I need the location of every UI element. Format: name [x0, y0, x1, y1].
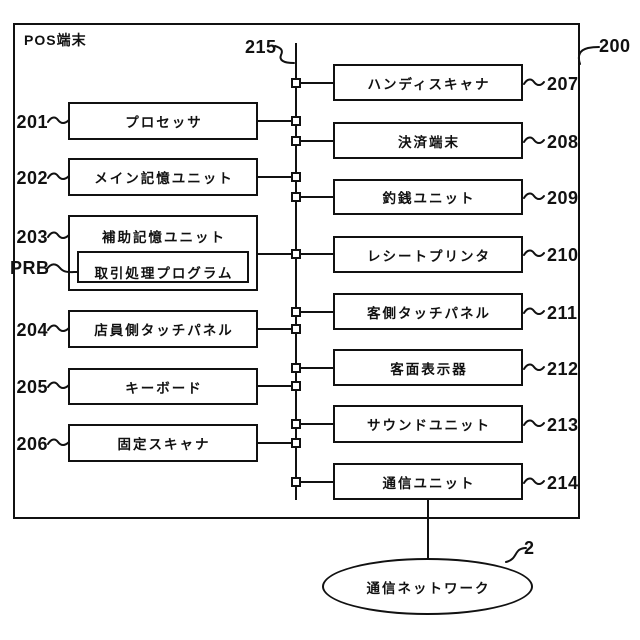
- pos-terminal-enclosure: [13, 23, 580, 519]
- bus-node: [291, 116, 301, 126]
- box-handy-scanner-label: ハンディスキャナ: [367, 76, 491, 92]
- connector-handy-scanner: [295, 82, 335, 84]
- diagram-title: POS端末: [24, 32, 87, 48]
- ref-2: 2: [524, 538, 535, 558]
- box-receipt-printer-label: レシートプリンタ: [367, 248, 491, 264]
- bus-node: [291, 477, 301, 487]
- bus-node: [291, 192, 301, 202]
- connector-fixed-scanner: [256, 442, 297, 444]
- ref-213: 213: [547, 415, 579, 435]
- ref-209: 209: [547, 188, 579, 208]
- connector-change-unit: [295, 196, 335, 198]
- box-processor: プロセッサ: [68, 102, 258, 140]
- connector-customer-touch-panel: [295, 311, 335, 313]
- box-clerk-touch-panel-label: 店員側タッチパネル: [94, 323, 234, 338]
- box-auxiliary-memory-unit-label: 補助記憶ユニット: [102, 230, 226, 245]
- connector-communication-unit: [295, 481, 335, 483]
- bus-node: [291, 438, 301, 448]
- ref-211: 211: [547, 303, 578, 323]
- bus-node: [291, 363, 301, 373]
- bus-node: [291, 78, 301, 88]
- box-change-unit-label: 釣銭ユニット: [382, 191, 476, 206]
- box-keyboard: キーボード: [68, 368, 258, 405]
- ref-208: 208: [547, 132, 579, 152]
- bus-node: [291, 419, 301, 429]
- box-transaction-processing-program: 取引処理プログラム: [77, 251, 249, 283]
- leader-200: [577, 46, 600, 65]
- communication-network-label: 通信ネットワーク: [366, 580, 491, 596]
- box-payment-terminal-label: 決済端末: [398, 134, 460, 150]
- bus-node: [291, 324, 301, 334]
- ref-215: 215: [245, 37, 277, 57]
- leader-2: [505, 547, 527, 563]
- bus-node: [291, 249, 301, 259]
- box-customer-touch-panel: 客側タッチパネル: [333, 293, 523, 330]
- connector-main-memory: [256, 176, 297, 178]
- box-sound-unit: サウンドユニット: [333, 405, 523, 443]
- box-receipt-printer: レシートプリンタ: [333, 236, 523, 273]
- network-link-line: [427, 500, 429, 558]
- box-communication-unit-label: 通信ユニット: [382, 475, 476, 491]
- communication-network-ellipse: 通信ネットワーク: [322, 558, 533, 615]
- bus-node: [291, 172, 301, 182]
- bus-node: [291, 381, 301, 391]
- ref-205: 205: [16, 377, 48, 397]
- box-communication-unit: 通信ユニット: [333, 463, 523, 500]
- system-bus-line: [295, 43, 297, 500]
- connector-sound-unit: [295, 423, 335, 425]
- ref-prb: PRB: [10, 258, 50, 278]
- ref-210: 210: [547, 245, 579, 265]
- box-customer-touch-panel-label: 客側タッチパネル: [367, 305, 491, 321]
- box-handy-scanner: ハンディスキャナ: [333, 64, 523, 101]
- box-main-memory-unit-label: メイン記憶ユニット: [94, 171, 234, 186]
- connector-payment-terminal: [295, 140, 335, 142]
- box-transaction-processing-program-label: 取引処理プログラム: [94, 265, 234, 281]
- connector-customer-display: [295, 367, 335, 369]
- ref-207: 207: [547, 74, 579, 94]
- box-payment-terminal: 決済端末: [333, 122, 523, 159]
- box-customer-display-label: 客面表示器: [390, 361, 468, 377]
- connector-keyboard: [256, 385, 297, 387]
- connector-processor: [256, 120, 297, 122]
- ref-201: 201: [16, 112, 48, 132]
- connector-clerk-touch-panel: [256, 328, 297, 330]
- box-fixed-scanner: 固定スキャナ: [68, 424, 258, 462]
- ref-212: 212: [547, 359, 579, 379]
- ref-200: 200: [599, 36, 631, 56]
- box-sound-unit-label: サウンドユニット: [367, 418, 491, 433]
- box-fixed-scanner-label: 固定スキャナ: [117, 437, 211, 452]
- box-clerk-touch-panel: 店員側タッチパネル: [68, 310, 258, 348]
- box-auxiliary-memory-unit: 補助記憶ユニット 取引処理プログラム: [68, 215, 258, 291]
- box-main-memory-unit: メイン記憶ユニット: [68, 158, 258, 196]
- box-keyboard-label: キーボード: [125, 380, 203, 396]
- bus-node: [291, 136, 301, 146]
- bus-node: [291, 307, 301, 317]
- box-change-unit: 釣銭ユニット: [333, 179, 523, 215]
- box-processor-label: プロセッサ: [125, 115, 203, 130]
- ref-203: 203: [16, 227, 48, 247]
- box-customer-display: 客面表示器: [333, 349, 523, 386]
- ref-202: 202: [16, 168, 48, 188]
- ref-204: 204: [16, 320, 48, 340]
- ref-214: 214: [547, 473, 579, 493]
- ref-206: 206: [16, 434, 48, 454]
